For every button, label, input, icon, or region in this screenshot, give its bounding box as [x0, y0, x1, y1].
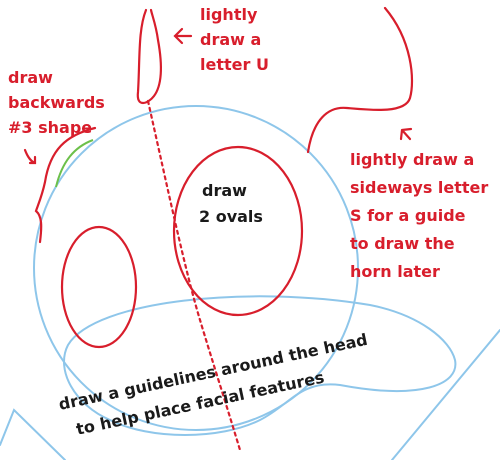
- left-eye-oval: [60, 225, 138, 349]
- annotation-line: draw: [8, 68, 53, 87]
- backwards-3-shape: [34, 126, 97, 244]
- annotation-line: draw a: [200, 30, 261, 49]
- face-guideline-shape: [63, 295, 457, 436]
- s-arrow: [399, 127, 413, 141]
- body-left-line: [0, 408, 66, 460]
- sideways-s-shape: [306, 6, 414, 154]
- green-accent-curve: [55, 139, 94, 188]
- annotation-line: lightly draw a: [350, 150, 474, 169]
- annotation-line: to draw the: [350, 234, 455, 253]
- annotation-sideways-s: lightly draw a sideways letter S for a g…: [350, 150, 494, 281]
- head-circle: [33, 105, 359, 431]
- annotation-line: lightly: [200, 5, 258, 24]
- annotation-line: #3 shape: [8, 118, 92, 137]
- center-dashed-line: [146, 99, 242, 452]
- letter-u-shape: [136, 8, 162, 105]
- annotation-line: draw: [202, 181, 247, 200]
- annotation-line: backwards: [8, 93, 105, 112]
- annotation-backwards-3: draw backwards #3 shape: [8, 68, 110, 137]
- backwards-3-arrow: [23, 148, 37, 165]
- annotation-line: letter U: [200, 55, 269, 74]
- annotation-line: S for a guide: [350, 206, 466, 225]
- annotation-ovals: draw 2 ovals: [199, 181, 263, 226]
- right-eye-oval: [172, 145, 304, 317]
- body-right-line: [391, 329, 500, 460]
- red-strokes: [23, 6, 414, 452]
- annotation-line: horn later: [350, 262, 440, 281]
- annotation-line: 2 ovals: [199, 207, 263, 226]
- blue-guides: [0, 105, 500, 460]
- u-arrow: [173, 27, 193, 45]
- annotation-line: sideways letter: [350, 178, 488, 197]
- annotation-letter-u: lightly draw a letter U: [200, 5, 269, 74]
